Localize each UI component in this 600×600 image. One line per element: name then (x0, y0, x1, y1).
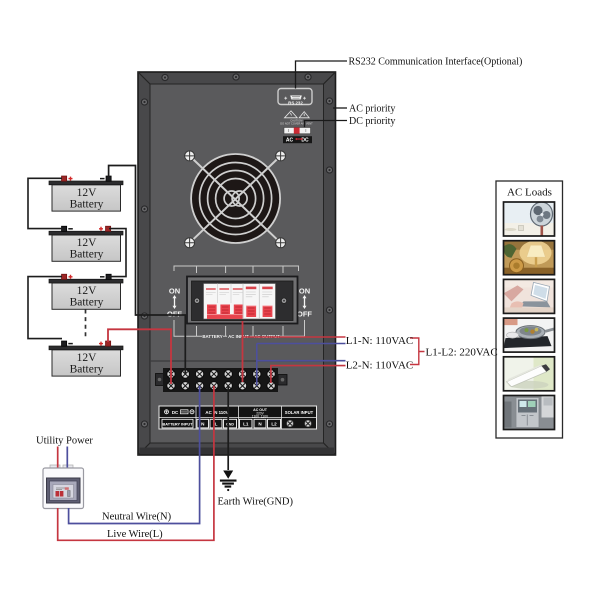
svg-text:AC OUT: AC OUT (253, 408, 268, 412)
svg-text:CAUTION!: CAUTION! (290, 119, 303, 123)
svg-text:N: N (201, 422, 205, 427)
svg-text:BATTERY: BATTERY (202, 334, 222, 339)
svg-text:RS232 Communication Interface(: RS232 Communication Interface(Optional) (349, 57, 523, 68)
svg-text:OFF: OFF (297, 310, 312, 319)
svg-text:ON: ON (169, 287, 180, 296)
svg-text:L1-L2: 220VAC: L1-L2: 220VAC (426, 346, 498, 358)
svg-text:DC: DC (301, 138, 309, 144)
svg-text:SOLAR INPUT: SOLAR INPUT (285, 410, 314, 415)
svg-text:DC: DC (172, 410, 179, 415)
svg-text:L: L (215, 422, 218, 427)
svg-text:AC INPUT: AC INPUT (228, 334, 249, 339)
svg-text:GND: GND (226, 423, 234, 427)
svg-text:AC Loads: AC Loads (507, 186, 552, 198)
svg-text:Earth Wire(GND): Earth Wire(GND) (218, 496, 294, 507)
svg-text:ON: ON (299, 287, 310, 296)
svg-text:L1: L1 (243, 422, 249, 427)
svg-text:220V: 220V (256, 411, 264, 415)
svg-text:DO NOT COVER AIR VENT: DO NOT COVER AIR VENT (280, 121, 313, 125)
svg-text:12V: 12V (77, 187, 98, 199)
svg-text:L2: L2 (271, 422, 277, 427)
svg-text:Battery: Battery (70, 249, 104, 261)
svg-text:AC priority: AC priority (349, 104, 395, 115)
svg-text:N: N (258, 422, 262, 427)
svg-text:RS 232: RS 232 (288, 100, 303, 105)
svg-text:AC IN 110V: AC IN 110V (205, 410, 228, 415)
svg-text:Utility Power: Utility Power (36, 435, 93, 446)
svg-text:L2-N: 110VAC: L2-N: 110VAC (346, 359, 414, 371)
svg-text:12V: 12V (77, 237, 98, 249)
svg-text:DC priority: DC priority (349, 116, 395, 127)
svg-text:BATTERY INPUT: BATTERY INPUT (163, 423, 194, 427)
svg-text:Neutral Wire(N): Neutral Wire(N) (102, 512, 172, 523)
svg-text:Battery: Battery (70, 363, 104, 375)
svg-text:Battery: Battery (70, 198, 104, 210)
svg-text:12V: 12V (77, 352, 98, 364)
svg-text:110V 110V: 110V 110V (252, 414, 269, 418)
svg-text:AC: AC (286, 138, 294, 144)
svg-text:Live Wire(L): Live Wire(L) (107, 529, 163, 540)
svg-text:OFF: OFF (167, 310, 182, 319)
svg-text:Battery: Battery (70, 297, 104, 309)
svg-text:L1-N: 110VAC: L1-N: 110VAC (346, 335, 414, 347)
svg-text:12V: 12V (77, 285, 98, 297)
